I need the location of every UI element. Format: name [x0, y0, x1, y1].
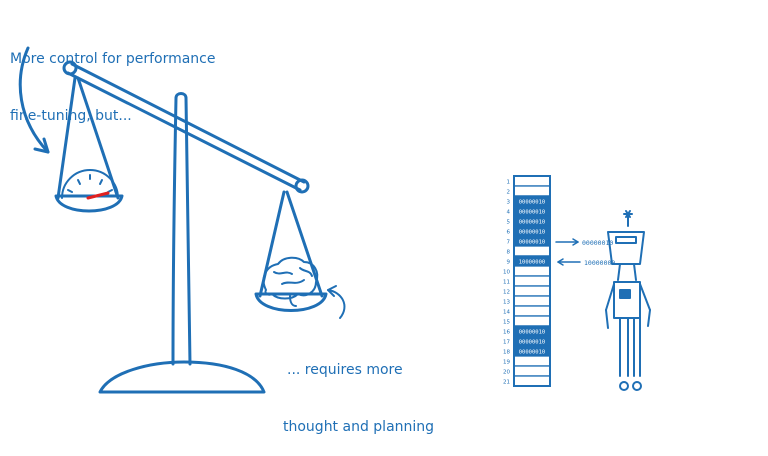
- balance-scale-icon: [54, 60, 328, 394]
- memory-cell-value: 10000000: [519, 259, 546, 265]
- caption-line: ... requires more: [287, 362, 403, 378]
- memory-row-number: 14: [503, 310, 510, 316]
- memory-cell-value: 00000010: [519, 219, 546, 225]
- caption-more-control: More control for performance fine-tuning…: [10, 12, 216, 145]
- memory-row-number: 4: [507, 210, 511, 216]
- memory-row-number: 11: [503, 280, 510, 286]
- memory-row-number: 17: [503, 340, 510, 346]
- curved-arrow-icon: [18, 46, 50, 154]
- memory-row-number: 6: [507, 230, 511, 236]
- memory-row-number: 12: [503, 290, 510, 296]
- curved-arrow-icon: [327, 285, 346, 319]
- caption-line: More control for performance: [10, 51, 216, 67]
- memory-row-number: 8: [507, 250, 511, 256]
- memory-cell: [513, 285, 551, 297]
- memory-cell: [513, 375, 551, 387]
- memory-cell: [513, 185, 551, 197]
- memory-row-number: 7: [507, 240, 511, 246]
- memory-cell-value: 00000010: [519, 229, 546, 235]
- memory-cell-value: 00000010: [519, 209, 546, 215]
- caption-requires-planning: ... requires more thought and planning: [283, 323, 434, 456]
- memory-cell: [513, 365, 551, 377]
- memory-column-outline: [513, 175, 551, 387]
- memory-row-number: 20: [503, 370, 510, 376]
- memory-row-number: 9: [507, 260, 511, 266]
- memory-row-number: 2: [507, 190, 511, 196]
- memory-cell: [513, 355, 551, 367]
- memory-row-number: 10: [503, 270, 510, 276]
- memory-cell-value: 00000010: [519, 329, 546, 335]
- memory-row-number: 3: [507, 200, 511, 206]
- memory-cell-value: 00000010: [519, 349, 546, 355]
- robot-icon: [605, 210, 651, 391]
- memory-row-number: 19: [503, 360, 510, 366]
- write-value: 10000000: [584, 259, 615, 267]
- caption-line: thought and planning: [283, 419, 435, 435]
- memory-cell-value: 00000010: [519, 239, 546, 245]
- memory-cell-value: 00000010: [519, 199, 546, 205]
- speedometer-icon: [61, 169, 119, 200]
- memory-row-number: 1: [507, 180, 511, 186]
- memory-cell-value: 00000010: [519, 339, 546, 345]
- memory-row-number: 16: [503, 330, 510, 336]
- memory-cell: [513, 245, 551, 257]
- memory-cell: [513, 305, 551, 317]
- memory-cell: [513, 175, 551, 187]
- memory-cell: [513, 275, 551, 287]
- memory-row-number: 21: [503, 380, 510, 386]
- brain-icon: [262, 256, 319, 307]
- memory-cell: [513, 295, 551, 307]
- memory-row-number: 5: [507, 220, 511, 226]
- read-value: 00000010: [582, 239, 613, 247]
- caption-line: fine-tuning, but...: [10, 108, 132, 124]
- memory-cell: [513, 265, 551, 277]
- memory-cell: [513, 315, 551, 327]
- memory-robot-arrows: [555, 238, 581, 266]
- memory-row-number: 13: [503, 300, 510, 306]
- memory-row-number: 18: [503, 350, 510, 356]
- memory-row-number: 15: [503, 320, 510, 326]
